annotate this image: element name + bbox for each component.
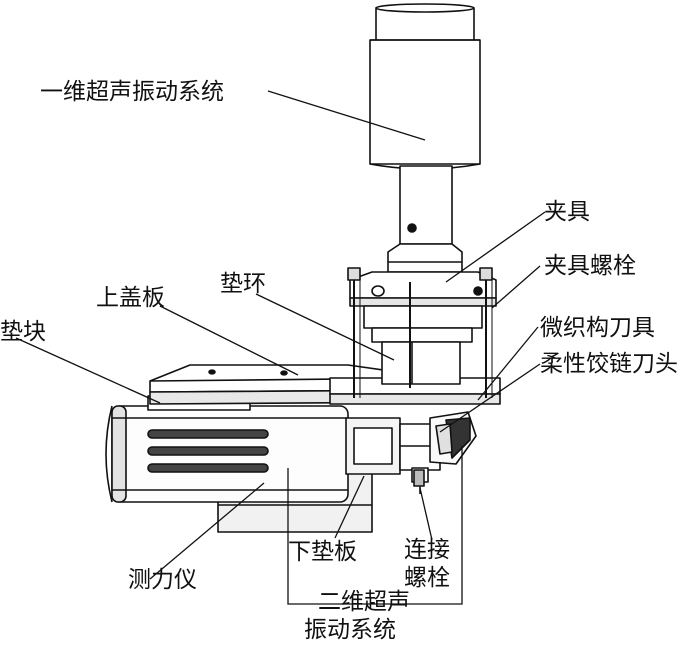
label-spacer-block: 垫块 [0,319,46,345]
label-top-cover: 上盖板 [96,285,165,311]
label-ultrasonic-1d: 一维超声振动系统 [40,79,224,105]
fixture-bolts [347,267,493,398]
ultrasonic-transducer [369,3,481,170]
label-dynamometer: 测力仪 [128,567,197,593]
label-fixture: 夹具 [544,199,590,225]
label-ultrasonic-2d-line2: 振动系统 [304,617,396,643]
label-fixture-bolt: 夹具螺栓 [544,253,636,279]
connecting-bolt [413,469,425,487]
leader-lines [15,90,546,605]
fixture-body [349,271,497,343]
label-spacer-ring: 垫环 [220,271,266,297]
label-connect-bolt-line1: 连接 [404,537,450,563]
label-connect-bolt-line2: 螺栓 [404,565,450,591]
label-bottom-plate: 下垫板 [288,539,357,565]
label-micro-tool: 微织构刀具 [540,315,655,341]
ultrasonic-horn [387,165,463,273]
label-flex-hinge-head: 柔性饺链刀头 [540,351,678,377]
flexible-hinge-head [429,411,477,465]
dynamometer-body [105,405,349,503]
label-ultrasonic-2d-line1: 二维超声 [318,589,410,615]
spacer-ring [381,341,461,385]
